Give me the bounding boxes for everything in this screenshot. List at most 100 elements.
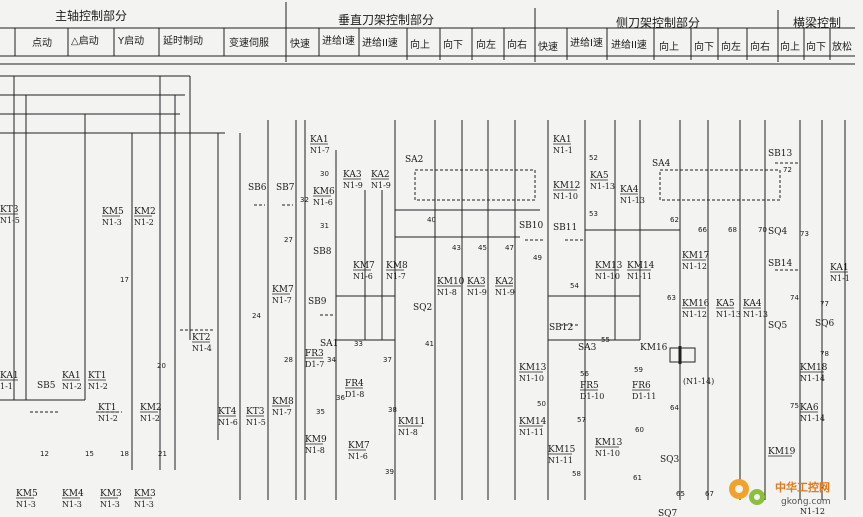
wire-number: 56 (580, 370, 589, 378)
component-ref: N1-4 (192, 344, 212, 353)
component-tag: KA1 (0, 371, 19, 381)
label-sq7: SQ7 (658, 509, 678, 517)
component-ref: N1-2 (62, 382, 82, 391)
component-ref: N1-8 (305, 446, 325, 455)
component-ref: N1-2 (98, 414, 118, 423)
wire-number: 77 (820, 300, 829, 308)
wire-number: 55 (601, 336, 610, 344)
col-b-up: 向上 (780, 40, 800, 53)
component-tag: KM5 (102, 207, 124, 217)
wire-number: 34 (327, 356, 336, 364)
component-ref: N1-14 (800, 374, 825, 383)
component-ref: N1-13 (743, 310, 768, 319)
component-tag: KM3 (134, 489, 156, 499)
component-tag: KM8 (386, 261, 408, 271)
label-n114: (N1-14) (683, 377, 714, 386)
wire-number: 58 (572, 470, 581, 478)
component-ref: N1-13 (590, 182, 615, 191)
wire-number: 72 (783, 166, 792, 174)
col-b-loosen: 放松 (832, 40, 852, 53)
col-v-up: 向上 (410, 38, 430, 51)
col-delay-brake: 延时制动 (163, 34, 203, 47)
component-tag: KM12 (553, 181, 580, 191)
wire-number: 15 (85, 450, 94, 458)
col-v-left: 向左 (476, 38, 496, 51)
selector-dashes (30, 162, 800, 413)
wire-number: 59 (634, 366, 643, 374)
component-ref: N1-9 (467, 288, 487, 297)
header-table: 主轴控制部分 垂直刀架控制部分 侧刀架控制部分 横梁控制 点动 △启动 Y启动 … (0, 2, 855, 65)
switch-sb11: SB11 (553, 223, 577, 233)
wire-number: 36 (336, 394, 345, 402)
col-v-down: 向下 (443, 38, 463, 51)
component-ref: N1-11 (627, 272, 652, 281)
wire-number: 50 (537, 400, 546, 408)
component-tag: KT4 (218, 407, 237, 417)
component-tag: KM10 (437, 277, 465, 287)
coil-km16 (669, 347, 696, 363)
wire-number: 47 (505, 244, 514, 252)
col-s-left: 向左 (721, 40, 741, 53)
component-ref: N1-9 (495, 288, 515, 297)
component-ref: N1-9 (371, 181, 391, 190)
component-ref: D1-8 (345, 390, 364, 399)
col-v-right: 向右 (507, 38, 527, 51)
wire-number: 70 (758, 226, 767, 234)
wire-number: 78 (820, 350, 829, 358)
label-n112: N1-12 (800, 507, 825, 516)
component-ref: N1-3 (16, 500, 36, 509)
component-tag: KA3 (343, 170, 362, 180)
component-tag: KM4 (62, 489, 84, 499)
component-ref: N1-10 (553, 192, 578, 201)
component-tag: KM17 (682, 251, 710, 261)
col-delta-start: △启动 (71, 34, 99, 47)
component-tag: KM19 (768, 447, 796, 457)
component-tag: KT3 (0, 205, 19, 215)
wire-number: 20 (157, 362, 166, 370)
component-tag: KM5 (16, 489, 38, 499)
switch-sa3: SA3 (578, 343, 597, 353)
watermark-logo: 中华工控网 gkong.com (729, 479, 831, 507)
watermark-cn: 中华工控网 (775, 480, 830, 494)
component-ref: N1-10 (595, 449, 620, 458)
component-tag: KM2 (134, 207, 156, 217)
wire-number: 18 (120, 450, 129, 458)
component-tag: KM7 (348, 441, 370, 451)
component-ref: N1-2 (140, 414, 160, 423)
component-ref: N1-7 (386, 272, 406, 281)
switch-sa4: SA4 (652, 159, 671, 169)
wire-number: 61 (633, 474, 642, 482)
col-s-down: 向下 (694, 40, 714, 53)
component-ref: N1-6 (313, 198, 333, 207)
rung-wires (0, 76, 846, 500)
wire-number: 65 (676, 490, 685, 498)
component-tag: KM15 (548, 445, 576, 455)
switch-sq3: SQ3 (660, 455, 680, 465)
wire-number: 17 (120, 276, 129, 284)
wire-number: 38 (388, 406, 397, 414)
component-tag: FR3 (305, 349, 324, 359)
col-s-fast: 快速 (538, 41, 558, 53)
component-tag: KA2 (371, 170, 390, 180)
wire-number: 75 (790, 402, 799, 410)
